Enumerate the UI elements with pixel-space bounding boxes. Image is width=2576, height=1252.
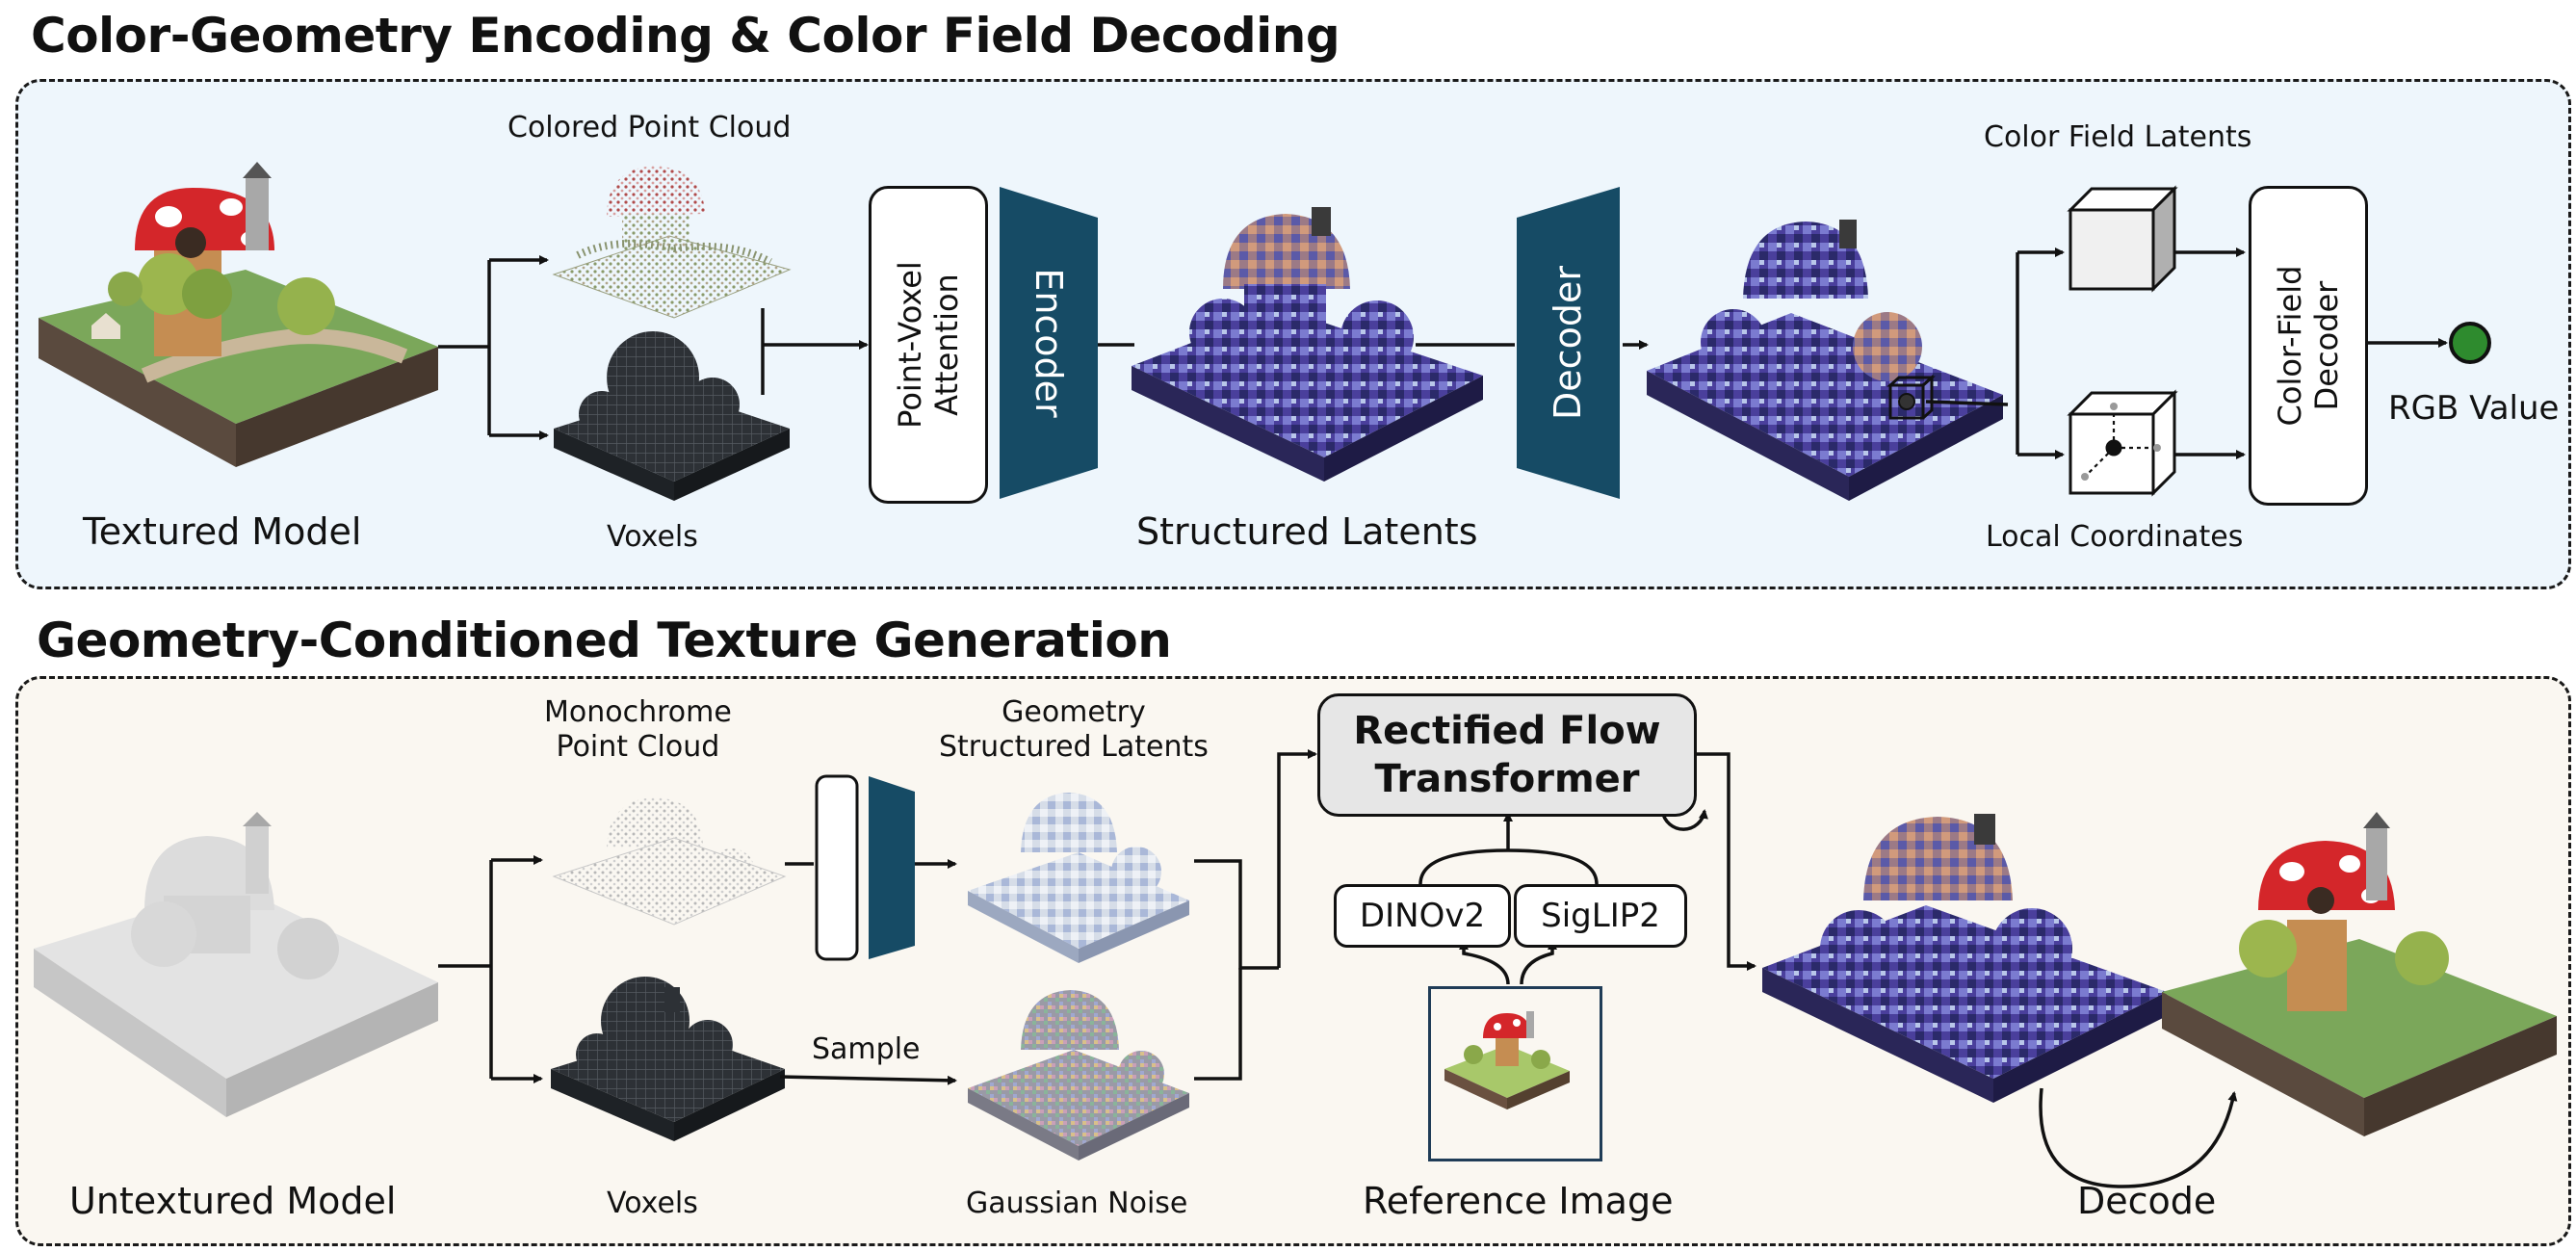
decoder-label: Decoder (1547, 266, 1589, 420)
reference-image-label: Reference Image (1363, 1180, 1674, 1222)
bottom-connectors (438, 749, 2238, 1188)
rectified-flow-transformer-block: Rectified Flow Transformer (1317, 693, 1697, 817)
voxels-image-bottom (551, 977, 785, 1141)
colored-point-cloud-label: Colored Point Cloud (507, 111, 792, 144)
cfd-line2: Decoder (2308, 280, 2345, 411)
top-section-title: Color-Geometry Encoding & Color Field De… (31, 8, 1340, 64)
decoder-block (1517, 187, 1620, 499)
reference-image-frame (1428, 986, 1602, 1161)
monochrome-point-cloud-image (552, 797, 787, 926)
pva-line1: Point-Voxel (892, 261, 928, 429)
geometry-structured-latents-image (968, 793, 1189, 963)
untextured-model-label: Untextured Model (69, 1180, 397, 1222)
encoder-block (1000, 187, 1098, 499)
color-field-latents-cube (2067, 185, 2178, 293)
pva-line2: Attention (928, 274, 965, 416)
rft-line2: Transformer (1374, 757, 1640, 801)
rgb-value-label: RGB Value (2388, 389, 2560, 428)
small-encoder-block (869, 776, 915, 959)
bottom-panel (15, 676, 2571, 1246)
rgb-value-dot (2449, 322, 2491, 364)
dinov2-encoder: DINOv2 (1334, 884, 1511, 948)
geo-line2: Structured Latents (939, 730, 1209, 764)
reference-image-thumbnail (1444, 1011, 1570, 1109)
structured-latents-image (1132, 207, 1483, 482)
rft-line1: Rectified Flow (1353, 709, 1661, 753)
color-field-decoder-text: Color-Field Decoder (2272, 266, 2345, 427)
mono-line2: Point Cloud (556, 730, 720, 764)
mono-line1: Monochrome (544, 695, 732, 729)
sample-label: Sample (812, 1032, 921, 1066)
gaussian-noise-label: Gaussian Noise (966, 1187, 1188, 1220)
point-voxel-attention-block: Point-Voxel Attention (869, 186, 988, 504)
voxels-image-top (554, 331, 790, 501)
final-textured-model-image (2162, 812, 2557, 1136)
structured-latents-label: Structured Latents (1136, 510, 1478, 553)
geometry-structured-latents-label: Geometry Structured Latents (939, 695, 1209, 765)
siglip2-encoder: SigLIP2 (1514, 884, 1687, 948)
textured-model-label: Textured Model (83, 510, 362, 553)
local-coordinates-cube (2067, 389, 2178, 497)
geo-line1: Geometry (1002, 695, 1146, 729)
decode-label: Decode (2077, 1180, 2217, 1222)
monochrome-point-cloud-label: Monochrome Point Cloud (544, 695, 732, 765)
point-voxel-attention-text: Point-Voxel Attention (892, 261, 965, 429)
cfd-line1: Color-Field (2272, 265, 2308, 427)
gaussian-noise-image (968, 990, 1189, 1161)
small-attention-block (815, 774, 859, 961)
untextured-model-image (34, 812, 438, 1117)
textured-model-image (39, 162, 438, 467)
encoder-label: Encoder (1028, 268, 1070, 418)
voxels-label-bottom: Voxels (607, 1187, 698, 1220)
voxels-label-top: Voxels (607, 520, 698, 554)
color-field-decoder-block: Color-Field Decoder (2249, 186, 2368, 506)
colored-point-cloud-image (552, 166, 792, 319)
bottom-section-title: Geometry-Conditioned Texture Generation (37, 613, 1172, 668)
top-connectors (438, 248, 2448, 459)
generated-latents-image (1762, 814, 2167, 1103)
color-field-latents-label: Color Field Latents (1984, 120, 2252, 154)
local-coordinates-label: Local Coordinates (1986, 520, 2244, 554)
decoded-latents-image (1647, 220, 2003, 501)
